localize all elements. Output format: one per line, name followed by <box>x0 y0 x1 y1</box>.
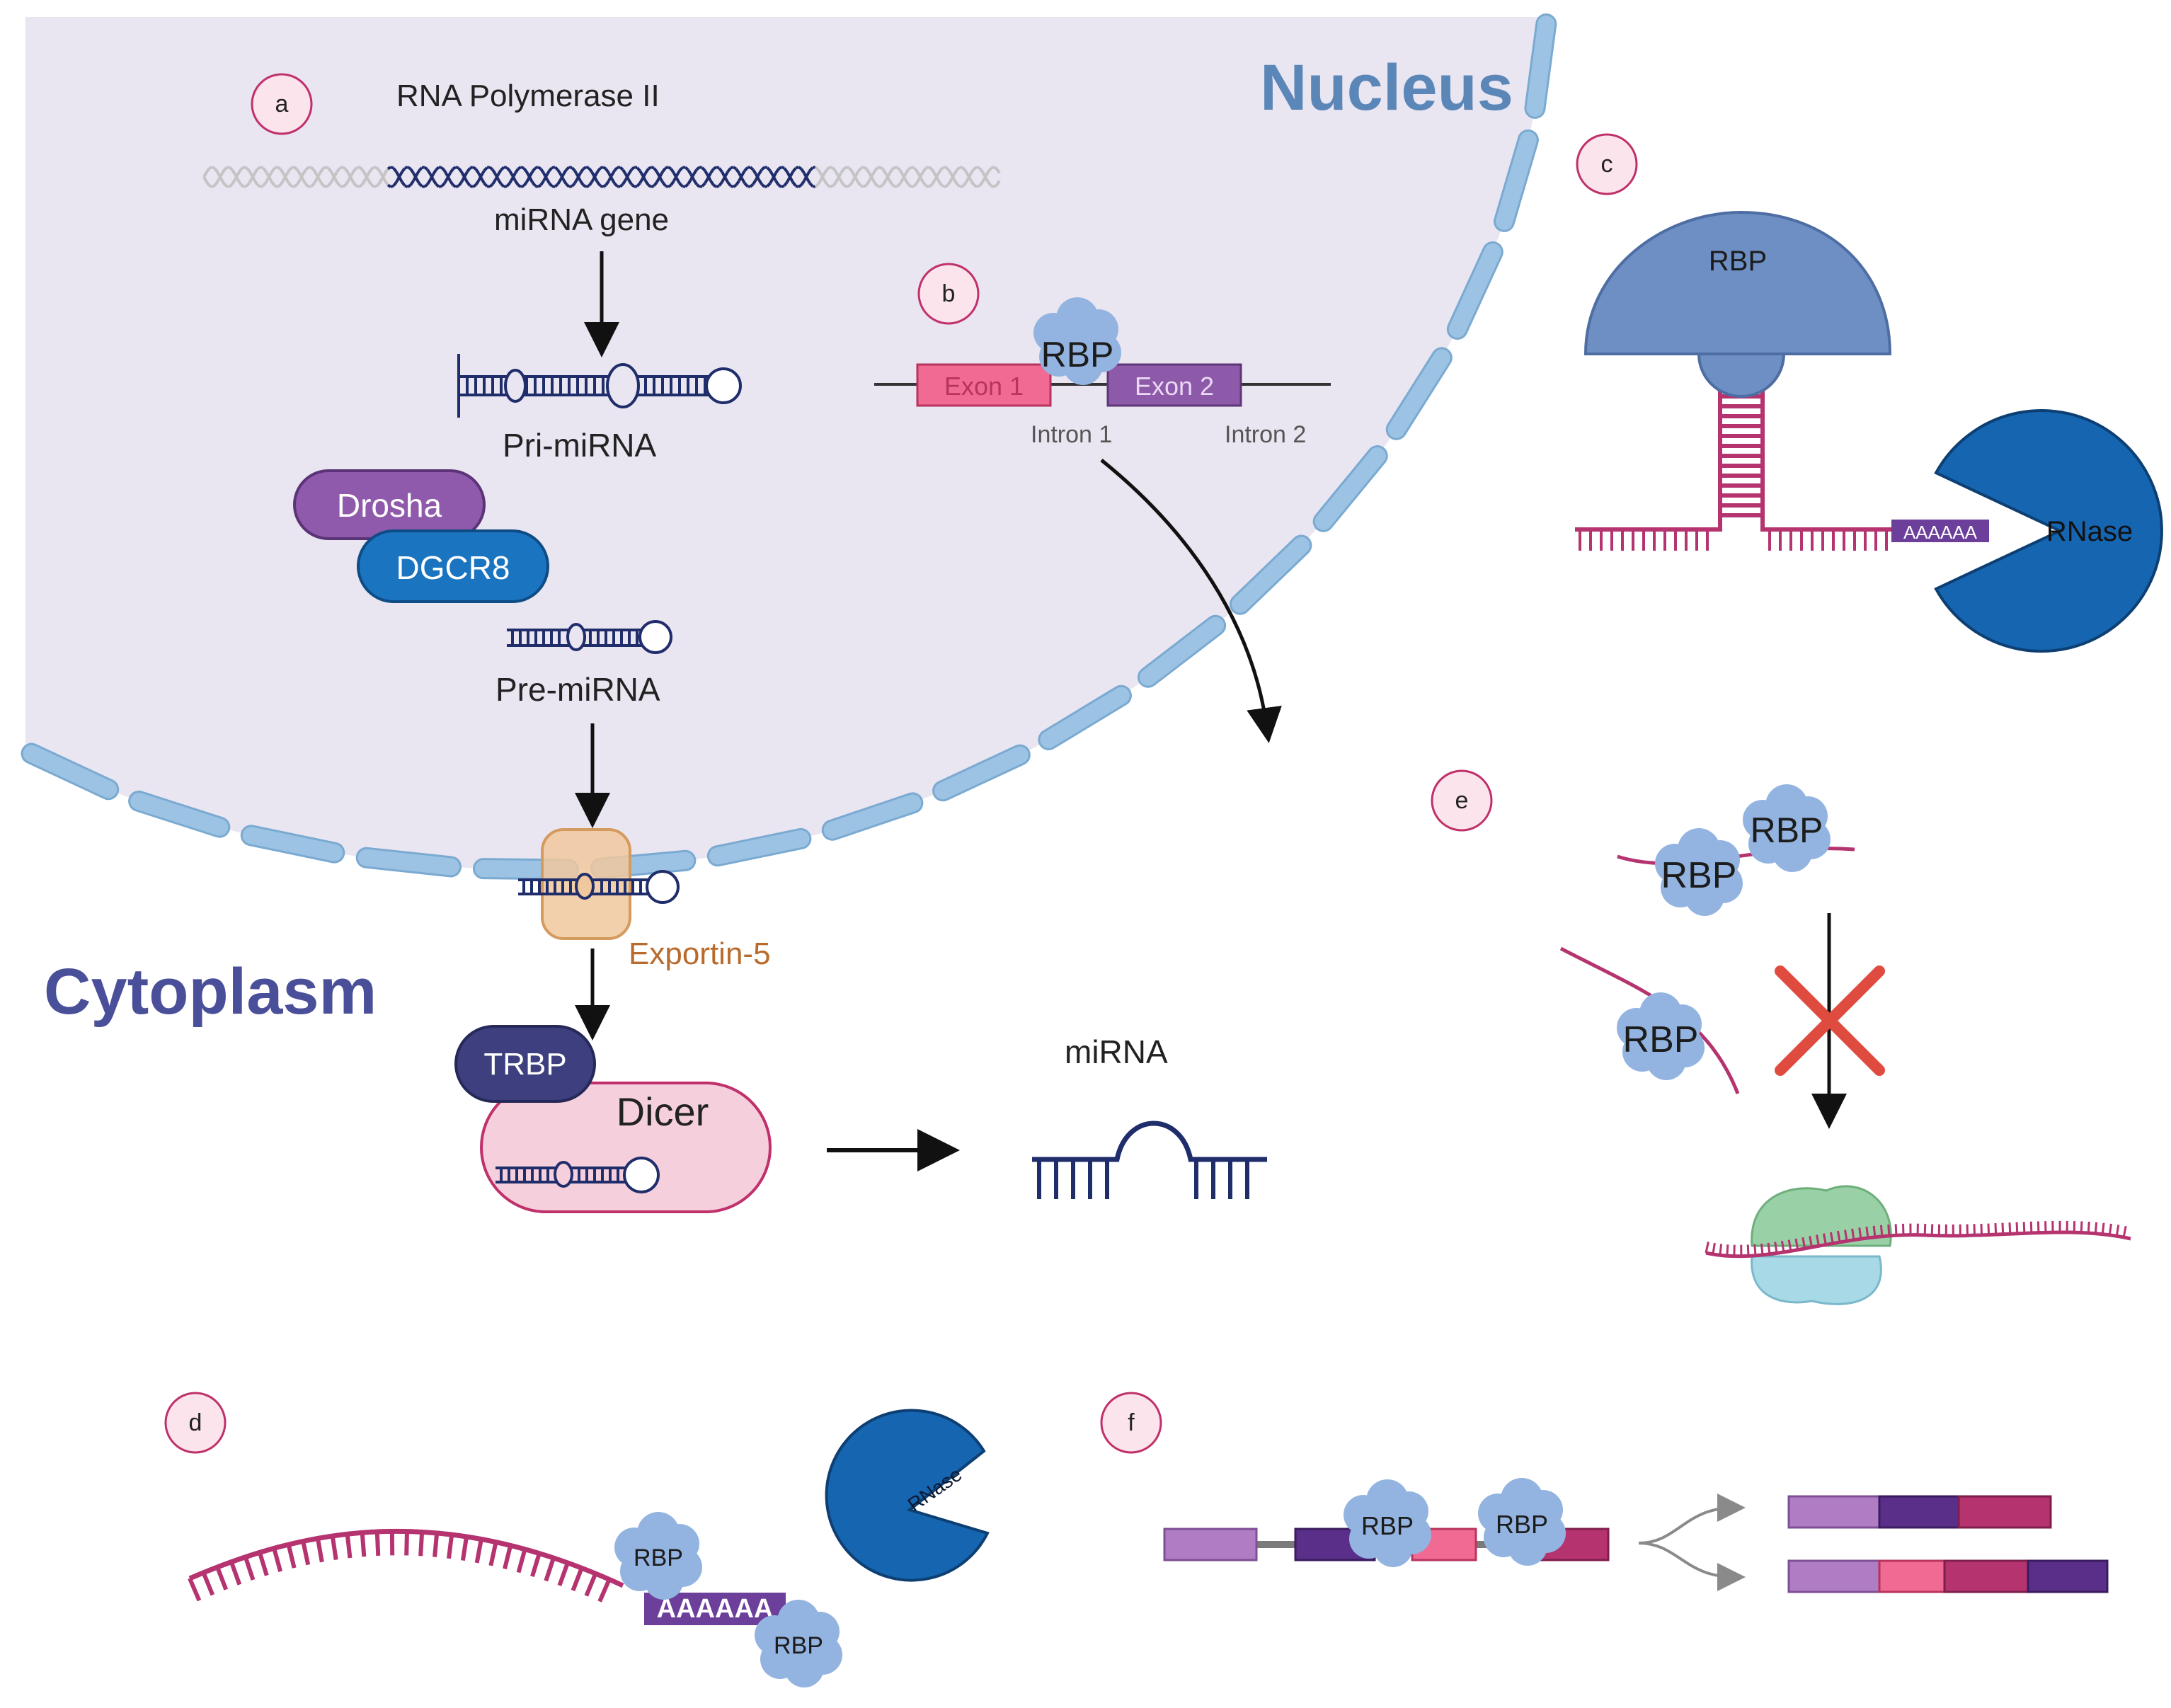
rbp-protein-d2: RBP <box>755 1600 842 1687</box>
panel-f-badge: f <box>1100 1392 1162 1454</box>
rbp-label-c: RBP <box>1709 246 1767 277</box>
polya-label-c: AAAAAA <box>1903 522 1978 543</box>
panel-a-letter: a <box>275 91 289 118</box>
panel-b-badge: b <box>917 263 980 325</box>
pri-mirna-label: Pri-miRNA <box>503 427 657 464</box>
pre-mirna-hairpin-icon <box>507 620 672 654</box>
rbp-label-b: RBP <box>1041 335 1114 374</box>
rbp-label-e2: RBP <box>1751 810 1823 850</box>
drosha-protein: Drosha <box>293 469 486 540</box>
nucleus-region <box>25 17 1547 870</box>
exported-pre-mirna-icon <box>518 870 680 904</box>
panel-d-letter: d <box>189 1409 202 1436</box>
arrow-curve-splicing <box>1100 459 1282 743</box>
rbp-cap-protein: RBP <box>1583 210 1892 398</box>
rbp-protein-e3: RBP <box>1617 992 1705 1080</box>
blocked-cross-icon <box>1775 965 1885 1076</box>
panel-c-letter: c <box>1601 151 1613 178</box>
polya-tail-c: AAAAAA <box>1891 520 1989 543</box>
nucleus-label: Nucleus <box>1260 52 1513 124</box>
cytoplasm-label: Cytoplasm <box>44 956 377 1028</box>
intron-1-label: Intron 1 <box>1031 421 1112 448</box>
trbp-protein: TRBP <box>454 1025 596 1103</box>
rbp-protein-d1: RBP <box>614 1512 702 1600</box>
exon-2-box: Exon 2 <box>1106 363 1242 407</box>
mrna-isoform-1 <box>1787 1495 2052 1529</box>
dicer-label: Dicer <box>617 1089 709 1134</box>
rbp-protein-e2: RBP <box>1743 784 1831 872</box>
drosha-label: Drosha <box>337 487 442 524</box>
rbp-label-f2: RBP <box>1496 1510 1548 1539</box>
rbp-label-d2: RBP <box>774 1632 823 1659</box>
dicer-bound-rna-icon <box>496 1157 660 1193</box>
mrna-strand-e <box>1705 1220 2131 1259</box>
rbp-label-e1: RBP <box>1661 855 1737 896</box>
exon-2-label: Exon 2 <box>1135 372 1214 401</box>
rbp-label-f1: RBP <box>1361 1511 1414 1540</box>
dna-helix-icon <box>202 166 1001 188</box>
panel-b-letter: b <box>942 280 956 307</box>
rbp-label-e3: RBP <box>1623 1019 1699 1060</box>
dgcr8-protein: DGCR8 <box>357 529 549 603</box>
dgcr8-label: DGCR8 <box>396 549 510 586</box>
panel-a-badge: a <box>251 73 313 135</box>
rbp-label-d1: RBP <box>634 1544 683 1571</box>
trbp-label: TRBP <box>483 1047 566 1082</box>
panel-e-letter: e <box>1455 787 1469 814</box>
panel-f-letter: f <box>1128 1409 1135 1436</box>
pre-mirna-label: Pre-miRNA <box>496 671 660 708</box>
exon-1-box: Exon 1 <box>916 363 1052 407</box>
panel-c-badge: c <box>1576 133 1638 195</box>
exportin-5-label: Exportin-5 <box>629 936 771 971</box>
mrna-isoform-2 <box>1787 1559 2109 1593</box>
ribosome-icon <box>1751 1185 1892 1305</box>
rnase-pacman-c: RNase <box>1934 409 2163 653</box>
exon-1-label: Exon 1 <box>944 372 1024 401</box>
pri-mirna-hairpin-icon <box>457 354 742 418</box>
mature-mirna-icon <box>1032 1120 1267 1199</box>
polya-label-d: AAAAAA <box>657 1594 774 1624</box>
rnase-label-c: RNase <box>2046 516 2133 547</box>
panel-e-badge: e <box>1431 769 1493 832</box>
intron-2-label: Intron 2 <box>1225 421 1306 448</box>
mirna-label: miRNA <box>1065 1033 1168 1070</box>
rbp-protein-f2: RBP <box>1478 1478 1566 1566</box>
rnase-pacman-d: RNase <box>825 1409 990 1582</box>
rbp-protein-f1: RBP <box>1344 1479 1431 1567</box>
panel-d-badge: d <box>164 1392 227 1454</box>
rbp-splicing-protein: RBP <box>1033 297 1121 385</box>
dicer-protein: Dicer <box>480 1082 772 1213</box>
split-arrows-f <box>1638 1494 1746 1591</box>
rbp-protein-e1: RBP <box>1655 828 1743 916</box>
rna-polymerase-label: RNA Polymerase II <box>396 79 660 113</box>
mrna-strand-d <box>188 1528 624 1603</box>
mirna-gene-label: miRNA gene <box>494 202 669 237</box>
